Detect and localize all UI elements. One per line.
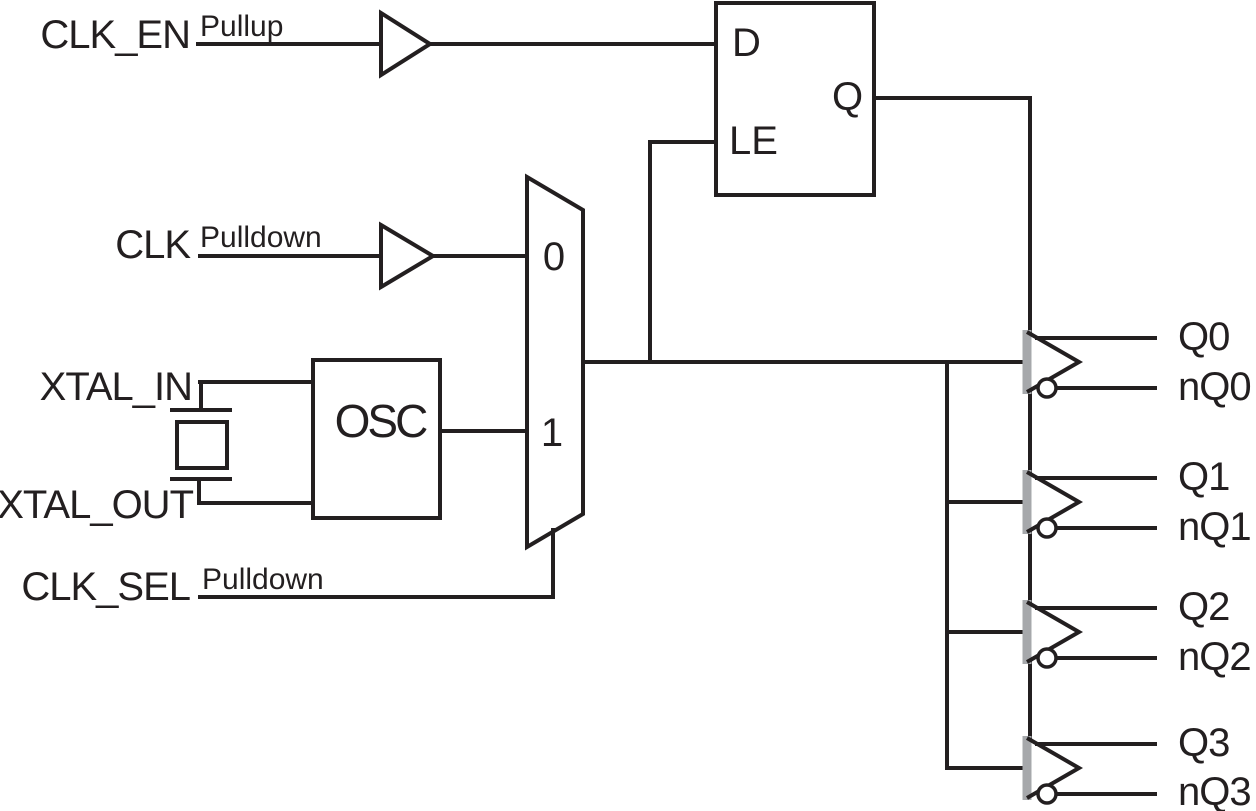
output-buffer-q2: Q2 nQ2 bbox=[1022, 585, 1252, 679]
xtal-out-label: XTAL_OUT bbox=[0, 483, 194, 527]
nq2-label: nQ2 bbox=[1178, 635, 1251, 679]
mux-input0-label: 0 bbox=[543, 235, 565, 279]
xtal-in-label: XTAL_IN bbox=[40, 365, 192, 409]
output-buffer-q1: Q1 nQ1 bbox=[1022, 455, 1252, 549]
q1-label: Q1 bbox=[1178, 455, 1229, 499]
nq0-label: nQ0 bbox=[1178, 365, 1251, 409]
clk-buffer-icon bbox=[379, 221, 437, 291]
q-enable-wire bbox=[872, 96, 1032, 334]
latch-d-pin-label: D bbox=[732, 21, 761, 65]
nq3-label: nQ3 bbox=[1178, 770, 1251, 811]
clk-sel-label: CLK_SEL bbox=[21, 565, 190, 609]
crystal-icon bbox=[175, 420, 229, 470]
clk-en-label: CLK_EN bbox=[40, 13, 190, 57]
inverter-bubble-icon bbox=[1036, 517, 1058, 539]
osc-block: OSC bbox=[311, 358, 529, 520]
q2-label: Q2 bbox=[1178, 585, 1229, 629]
clk-label: CLK bbox=[115, 223, 191, 267]
crystal-circuit: XTAL_IN XTAL_OUT bbox=[0, 365, 315, 527]
output-buffer-q0: Q0 nQ0 bbox=[1022, 315, 1252, 409]
latch-le-pin-label: LE bbox=[729, 119, 778, 163]
output-network bbox=[945, 360, 1032, 770]
latch-q-pin-label: Q bbox=[832, 75, 863, 119]
clk-sel-pulldown-label: Pulldown bbox=[202, 563, 324, 596]
osc-box bbox=[311, 358, 442, 520]
clk-en-buffer-icon bbox=[379, 9, 434, 79]
mux-input1-label: 1 bbox=[541, 411, 563, 455]
q3-label: Q3 bbox=[1178, 721, 1229, 765]
inverter-bubble-icon bbox=[1036, 377, 1058, 399]
clk-sel-wire bbox=[198, 528, 555, 599]
clock-mux: 0 1 bbox=[525, 173, 1024, 551]
d-latch: D LE Q bbox=[648, 1, 1032, 364]
inverter-bubble-icon bbox=[1036, 647, 1058, 669]
clk-pulldown-label: Pulldown bbox=[200, 221, 322, 254]
clk-input: CLK Pulldown bbox=[115, 221, 529, 291]
mux-icon bbox=[525, 173, 585, 551]
inverter-bubble-icon bbox=[1036, 783, 1058, 805]
nq1-label: nQ1 bbox=[1178, 505, 1251, 549]
le-wire bbox=[648, 140, 718, 364]
latch-box bbox=[714, 1, 876, 197]
output-buffer-q3: Q3 nQ3 bbox=[1022, 721, 1252, 811]
q0-label: Q0 bbox=[1178, 315, 1229, 359]
osc-label: OSC bbox=[335, 395, 427, 447]
clk-en-input: CLK_EN Pullup bbox=[40, 9, 718, 79]
clk-en-pullup-label: Pullup bbox=[200, 10, 283, 43]
clk-sel-input: CLK_SEL Pulldown bbox=[21, 528, 555, 609]
